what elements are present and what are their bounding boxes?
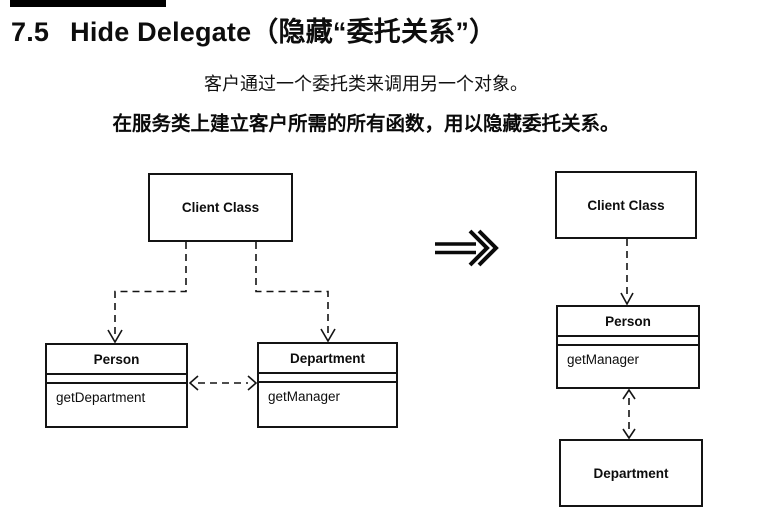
section-divider-bar [10, 0, 166, 7]
uml-class-department-before: Department getManager [257, 342, 398, 428]
connector-client-to-person-before [114, 242, 187, 336]
section-heading: 7.5 Hide Delegate（隐藏“委托关系”） [11, 10, 496, 49]
arrowhead-down-icon [320, 328, 336, 343]
summary-text: 客户通过一个委托类来调用另一个对象。 [204, 74, 528, 94]
class-name-label: Department [593, 465, 669, 481]
uml-class-client-before: Client Class [148, 173, 293, 242]
uml-class-person-before: Person getDepartment [45, 343, 188, 428]
arrowhead-down-icon [622, 428, 636, 440]
transform-arrow-icon [435, 229, 499, 267]
method-label: getManager [567, 352, 640, 367]
arrowhead-right-icon [247, 375, 258, 391]
attributes-compartment [259, 372, 396, 383]
motivation-text: 在服务类上建立客户所需的所有函数，用以隐藏委托关系。 [112, 113, 620, 135]
attributes-compartment [558, 335, 698, 346]
arrowhead-up-icon [622, 388, 636, 400]
section-title: Hide Delegate（隐藏“委托关系”） [70, 17, 497, 47]
class-name-label: Person [93, 351, 140, 367]
class-name-label: Person [605, 313, 651, 329]
uml-class-person-after: Person getManager [556, 305, 700, 389]
class-name-label: Client Class [181, 200, 260, 215]
arrowhead-left-icon [188, 375, 199, 391]
arrowhead-down-icon [620, 292, 634, 306]
connector-client-to-department-before [255, 242, 329, 335]
method-label: getDepartment [56, 390, 146, 405]
class-name-label: Client Class [587, 197, 665, 213]
arrowhead-down-icon [107, 329, 123, 344]
method-label: getManager [268, 389, 341, 404]
section-number: 7.5 [11, 17, 50, 47]
uml-class-client-after: Client Class [555, 171, 697, 239]
uml-class-department-after: Department [559, 439, 703, 507]
class-name-label: Department [289, 350, 365, 366]
attributes-compartment [47, 373, 186, 384]
